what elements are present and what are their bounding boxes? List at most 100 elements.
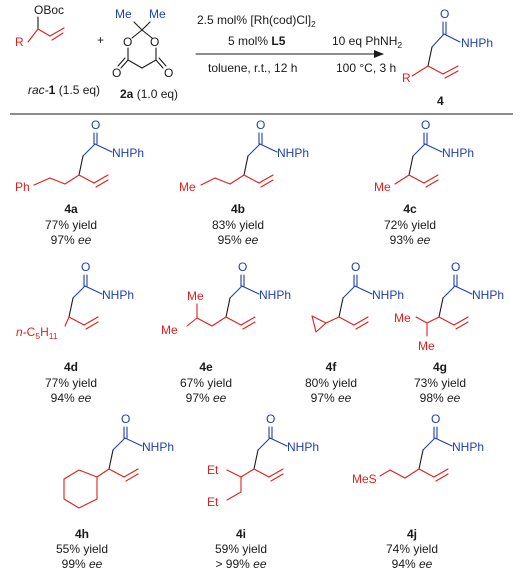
svg-text:NHPh: NHPh (112, 146, 144, 160)
ee: 97% ee (51, 233, 92, 247)
amide-oxygen: O (440, 7, 449, 21)
ee: > 99% ee (215, 557, 266, 571)
svg-text:O: O (351, 260, 360, 274)
ee: 95% ee (218, 233, 259, 247)
ee: 97% ee (311, 391, 352, 405)
svg-text:n-C5H11: n-C5H11 (16, 325, 58, 341)
compound-id: 4b (231, 202, 245, 216)
reaction-conditions: 2.5 mol% [Rh(cod)Cl]2 5 mol% L5 toluene,… (195, 13, 402, 75)
svg-text:Me: Me (374, 180, 391, 194)
svg-text:O: O (256, 118, 265, 132)
yield: 59% yield (215, 542, 267, 556)
ee: 99% ee (62, 557, 103, 571)
compound-id: 4f (326, 360, 338, 374)
svg-text:NHPh: NHPh (102, 288, 134, 302)
compound-4h: O NHPh (63, 412, 174, 509)
yield: 67% yield (180, 376, 232, 390)
ee: 98% ee (420, 391, 461, 405)
svg-text:O: O (266, 412, 275, 426)
svg-text:O: O (451, 260, 460, 274)
svg-text:O: O (81, 260, 90, 274)
ring-oxygen: O (123, 35, 132, 49)
svg-text:NHPh: NHPh (277, 146, 309, 160)
svg-text:Me: Me (187, 289, 204, 303)
r-group-label: R (402, 71, 411, 85)
ee: 94% ee (51, 391, 92, 405)
product-number: 4 (437, 94, 444, 108)
reagent-caption: 2a (1.0 eq) (120, 87, 178, 101)
plus-sign: + (97, 33, 104, 47)
oboc-label: OBoc (34, 3, 64, 17)
compound-id: 4g (433, 360, 447, 374)
svg-text:NHPh: NHPh (442, 146, 474, 160)
carbonyl-oxygen: O (164, 66, 173, 80)
ee: 94% ee (392, 557, 433, 571)
catalyst-label: 2.5 mol% [Rh(cod)Cl]2 (197, 13, 316, 29)
compound-id: 4a (64, 202, 78, 216)
carbonyl-oxygen: O (112, 66, 121, 80)
compound-4b: O NHPh Me (179, 118, 309, 194)
compound-id: 4e (199, 360, 213, 374)
compound-4g: O NHPh Me Me (394, 260, 504, 353)
yield: 55% yield (56, 542, 108, 556)
compound-id: 4c (403, 202, 417, 216)
compound-4a: O NHPh Ph (15, 118, 144, 194)
svg-text:O: O (431, 412, 440, 426)
svg-text:O: O (238, 260, 247, 274)
compound-id: 4d (64, 360, 78, 374)
ring-oxygen: O (150, 35, 159, 49)
cyclohexyl-ring (63, 469, 98, 509)
ligand-label: 5 mol% L5 (228, 34, 286, 48)
svg-text:Ph: Ph (15, 180, 30, 194)
compound-id: 4h (75, 527, 89, 541)
svg-text:Me: Me (161, 323, 178, 337)
yield: 77% yield (45, 376, 97, 390)
svg-text:Et: Et (207, 495, 219, 509)
methyl-label: Me (115, 7, 132, 21)
compound-id: 4i (236, 527, 246, 541)
compound-4j: O NHPh MeS (352, 412, 484, 486)
svg-text:O: O (121, 412, 130, 426)
ee: 93% ee (390, 233, 431, 247)
yield: 77% yield (45, 218, 97, 232)
svg-text:NHPh: NHPh (452, 440, 484, 454)
svg-text:NHPh: NHPh (259, 288, 291, 302)
substrate-caption: rac-1 (1.5 eq) (28, 83, 100, 97)
row2-labels: 4d 77% yield 94% ee 4e 67% yield 97% ee … (45, 360, 466, 405)
svg-text:O: O (421, 118, 430, 132)
substrate-rac-1: OBoc R rac-1 (1.5 eq) (15, 3, 100, 97)
row3-labels: 4h 55% yield 99% ee 4i 59% yield > 99% e… (56, 527, 438, 571)
svg-text:Me: Me (394, 311, 411, 325)
compound-id: 4j (407, 527, 417, 541)
meldrums-acid-2a: Me Me O O O O 2a (1.0 eq) (112, 7, 178, 101)
svg-text:NHPh: NHPh (472, 288, 504, 302)
yield: 80% yield (305, 376, 357, 390)
compound-4e: O NHPh Me Me (161, 260, 291, 337)
methyl-label: Me (149, 7, 166, 21)
cyclopropyl-ring (311, 315, 327, 333)
amide-nhph: NHPh (461, 36, 493, 50)
compound-4f: O NHPh (311, 260, 404, 333)
yield: 73% yield (414, 376, 466, 390)
compound-4d: O NHPh n-C5H11 (16, 260, 134, 341)
svg-text:MeS: MeS (352, 472, 377, 486)
yield: 74% yield (386, 542, 438, 556)
row1-labels: 4a 77% yield 97% ee 4b 83% yield 95% ee … (45, 202, 436, 247)
r-group-label: R (15, 35, 24, 49)
svg-text:O: O (91, 118, 100, 132)
yield: 72% yield (384, 218, 436, 232)
arrow-head-icon (374, 50, 384, 58)
heating-label: 100 °C, 3 h (336, 61, 396, 75)
svg-text:Me: Me (179, 180, 196, 194)
ee: 97% ee (186, 391, 227, 405)
aniline-label: 10 eq PhNH2 (332, 34, 402, 50)
compound-4c: O NHPh Me (374, 118, 474, 194)
compound-4i: O NHPh Et Et (207, 412, 319, 509)
product-general-4: O NHPh R 4 (402, 7, 493, 108)
svg-text:NHPh: NHPh (287, 440, 319, 454)
svg-text:NHPh: NHPh (372, 288, 404, 302)
svg-text:Et: Et (207, 463, 219, 477)
svg-text:Me: Me (418, 339, 435, 353)
solvent-label: toluene, r.t., 12 h (208, 61, 297, 75)
